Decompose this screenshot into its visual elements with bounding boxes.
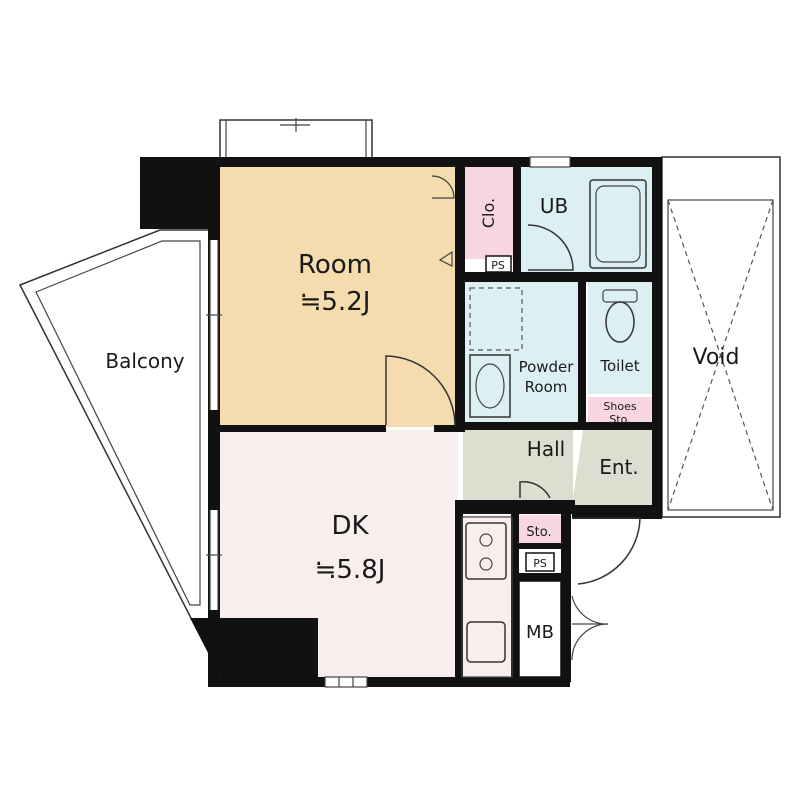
- mb-label: MB: [526, 622, 554, 643]
- ub-floor: [518, 167, 658, 274]
- column-bottom-left: [190, 618, 318, 680]
- ub-label: UB: [540, 194, 568, 218]
- dk-label: DK: [331, 511, 369, 541]
- wall-dk-right: [455, 500, 463, 685]
- balcony-outline: [18, 229, 211, 621]
- closet-floor: [465, 167, 513, 259]
- stove: [465, 522, 507, 580]
- ub-door: [527, 224, 574, 271]
- wall-room-right: [455, 157, 465, 432]
- room-floor: [218, 167, 458, 427]
- ps-box-lower: [525, 552, 555, 572]
- dk-size: ≒5.8J: [315, 555, 386, 585]
- shoes-storage-label-line2: Sto.: [609, 413, 630, 426]
- ps-label-upper: PS: [491, 259, 505, 272]
- wall-room-dk: [208, 425, 386, 432]
- wall-top-room: [208, 157, 460, 167]
- powder-room-floor: [465, 282, 583, 422]
- entrance-label: Ent.: [599, 455, 639, 479]
- entrance-floor: [572, 430, 655, 505]
- shoes-storage-label-line1: Shoes: [603, 400, 636, 413]
- storage-floor: [517, 515, 561, 545]
- wall-bottom: [208, 677, 570, 687]
- storage-label: Sto.: [526, 525, 551, 540]
- hall-label: Hall: [527, 437, 565, 461]
- room-size: ≒5.2J: [300, 287, 371, 317]
- void-outline: [661, 156, 781, 518]
- toilet-label: Toilet: [599, 357, 639, 375]
- powder-room-label-line2: Room: [525, 378, 568, 396]
- ps-label-lower: PS: [533, 557, 547, 570]
- hall-floor: [463, 430, 573, 502]
- closet-label: Clo.: [479, 198, 498, 228]
- ps-box-upper: [485, 255, 512, 273]
- room-door: [385, 355, 456, 426]
- balcony-label: Balcony: [105, 349, 184, 373]
- kitchen-counter: [460, 515, 516, 677]
- mb-box: [518, 580, 562, 678]
- powder-room-label-line1: Powder: [519, 358, 575, 376]
- washbasin: [469, 354, 511, 418]
- column-top-left: [140, 157, 218, 229]
- bathtub: [589, 179, 647, 269]
- wall-wet-right: [652, 157, 662, 519]
- void-label: Void: [693, 345, 740, 370]
- hall-door: [519, 481, 551, 499]
- kitchen-sink: [466, 621, 506, 663]
- room-label: Room: [298, 250, 372, 280]
- toilet-bowl: [605, 301, 635, 343]
- entrance-door: [572, 517, 641, 585]
- toilet-floor: [588, 282, 656, 394]
